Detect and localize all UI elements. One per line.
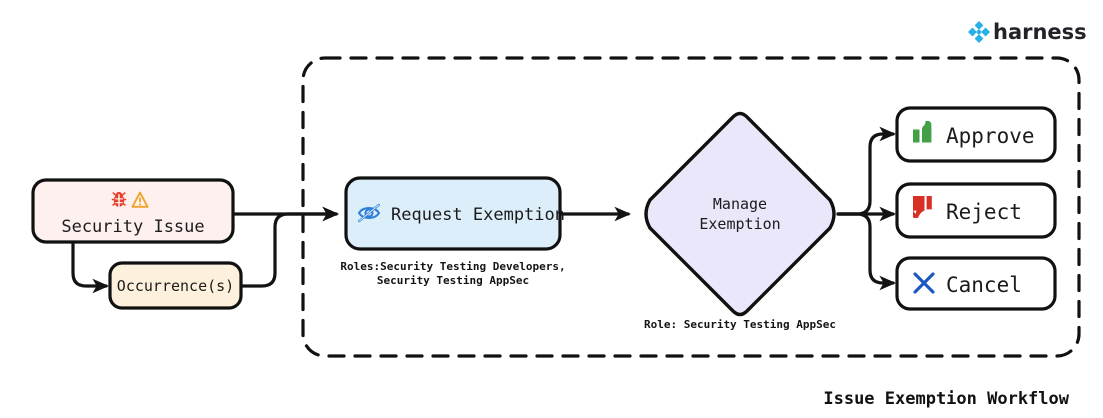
thumbs-up-icon [913,121,932,143]
bug-icon [111,191,127,208]
request-exemption-roles-line-2: Security Testing AppSec [377,274,529,287]
node-manage-exemption[interactable]: Manage Exemption [644,111,836,317]
security-issue-box [31,178,235,244]
request-exemption-label: Request Exemption [391,205,565,225]
occurrences-label: Occurrence(s) [117,277,234,295]
thumbs-down-icon [913,196,932,218]
connector-manage-to-approve [836,126,896,216]
warning-triangle-icon [131,191,149,208]
approve-box [895,106,1057,163]
manage-exemption-label-line-1: Manage [713,195,767,213]
action-reject[interactable]: Reject [895,182,1057,239]
exemption-group-boundary [301,56,1081,358]
cancel-box [895,256,1057,311]
close-x-icon [913,272,935,294]
connector-occurrence-to-request [239,206,339,288]
harness-diamond-logo-icon [968,21,990,43]
cancel-label: Cancel [946,273,1022,297]
security-issue-label: Security Issue [61,217,204,237]
harness-logo: harness [968,20,1087,44]
request-exemption-roles-line-1: Roles:Security Testing Developers, [340,260,565,273]
approve-label: Approve [946,124,1035,148]
request-exemption-box [344,176,562,251]
connector-manage-to-cancel [836,212,896,291]
manage-exemption-diamond [644,111,836,317]
manage-exemption-label-line-2: Exemption [699,215,780,233]
connector-issue-to-occurrence [71,240,109,294]
diagram-caption: Issue Exemption Workflow [823,389,1069,409]
action-approve[interactable]: Approve [895,106,1057,163]
harness-brand-name: harness [993,20,1087,44]
eye-off-icon [357,203,381,223]
action-cancel[interactable]: Cancel [895,256,1057,311]
occurrences-box [108,261,243,310]
node-security-issue[interactable]: Security Issue [31,178,235,244]
reject-label: Reject [946,200,1022,224]
manage-exemption-role-note: Role: Security Testing AppSec [644,318,836,331]
node-request-exemption[interactable]: Request Exemption [344,176,565,251]
reject-box [895,182,1057,239]
node-occurrences[interactable]: Occurrence(s) [108,261,243,310]
